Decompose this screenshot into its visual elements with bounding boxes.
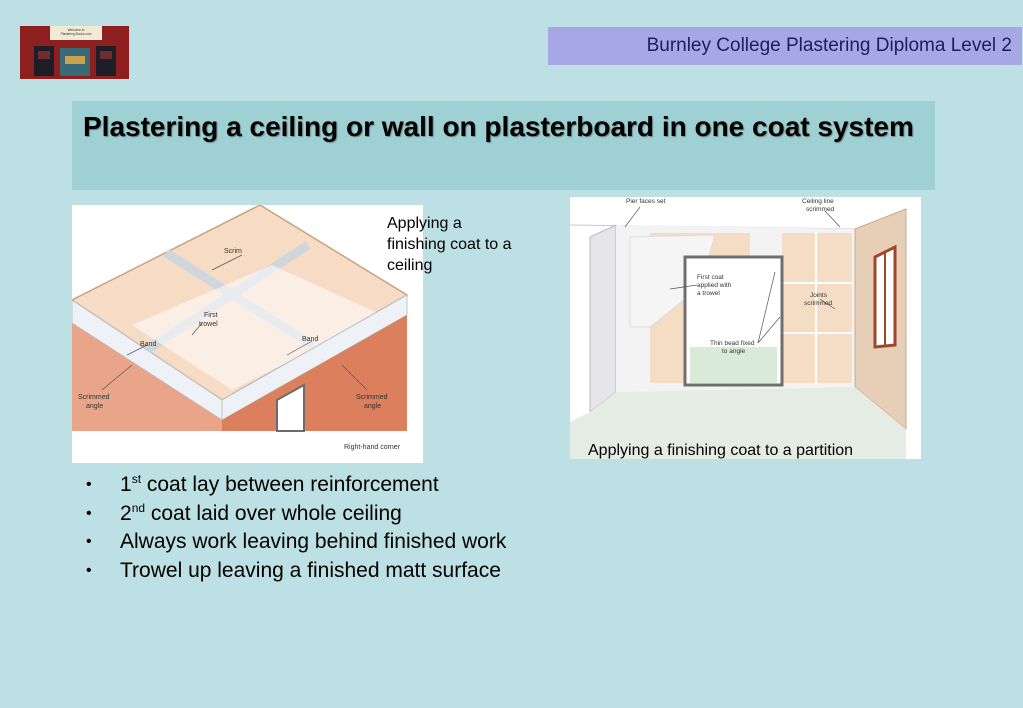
ceiling-drawing: Scrim First trowel Band Band Scrimmed an… [70, 204, 409, 451]
bullet-item-1: •1st coat lay between reinforcement [84, 471, 506, 500]
bullet-dot-icon: • [86, 533, 92, 550]
label-scrim: Scrim [224, 248, 242, 255]
label-scrimmed-left-2: angle [86, 403, 103, 410]
partition-drawing: Pier faces set Ceiling line scrimmed Fir… [569, 197, 921, 459]
partition-caption: Applying a finishing coat to a partition [588, 442, 854, 459]
label-first-trowel-2: trowel [199, 321, 218, 328]
bullet-list: •1st coat lay between reinforcement •2nd… [84, 471, 506, 585]
label-thin-bead-1: Thin bead fixed [710, 340, 755, 347]
partition-illustration: Pier faces set Ceiling line scrimmed Fir… [569, 197, 921, 459]
label-scrimmed-left-1: Scrimmed [78, 394, 110, 401]
bullet-item-4: •Trowel up leaving a finished matt surfa… [84, 557, 506, 586]
logo-shopfront [20, 40, 129, 79]
label-band-right: Band [302, 336, 318, 343]
logo-sign-line1: Welcome to [67, 28, 85, 32]
course-header: Burnley College Plastering Diploma Level… [548, 27, 1022, 65]
label-ceiling-line-1: Ceiling line [802, 198, 834, 205]
bullet-dot-icon: • [86, 561, 92, 579]
label-first-coat-3: a trowel [697, 290, 720, 297]
label-ceiling-line-2: scrimmed [806, 206, 835, 213]
label-joints-2: scrimmed [804, 300, 833, 307]
label-right-hand-corner: Right-hand corner [344, 444, 401, 451]
bullet-dot-icon: • [86, 504, 92, 522]
label-first-coat-1: First coat [697, 274, 724, 281]
label-scrimmed-right-1: Scrimmed [356, 394, 388, 401]
logo-image: Welcome to Plastering Books.com [20, 26, 129, 79]
bullet-dot-icon: • [86, 476, 92, 493]
label-thin-bead-2: to angle [722, 348, 746, 355]
bullet-item-2: •2nd coat laid over whole ceiling [84, 500, 506, 529]
ceiling-caption: Applying a finishing coat to a ceiling [387, 215, 512, 274]
label-scrimmed-right-2: angle [364, 403, 381, 410]
ceiling-illustration: Scrim First trowel Band Band Scrimmed an… [70, 204, 423, 463]
label-first-trowel-1: First [204, 312, 218, 319]
logo-sign-line2: Plastering Books.com [60, 32, 92, 36]
label-band-left: Band [140, 341, 156, 348]
title-box: Plastering a ceiling or wall on plasterb… [72, 101, 935, 190]
label-pier-faces: Pier faces set [626, 198, 666, 205]
bullet-item-3: •Always work leaving behind finished wor… [84, 528, 506, 557]
label-first-coat-2: applied with [697, 282, 732, 289]
label-joints-1: Joints [810, 292, 828, 299]
logo-sign: Welcome to Plastering Books.com [50, 26, 102, 40]
slide-title: Plastering a ceiling or wall on plasterb… [83, 111, 914, 142]
